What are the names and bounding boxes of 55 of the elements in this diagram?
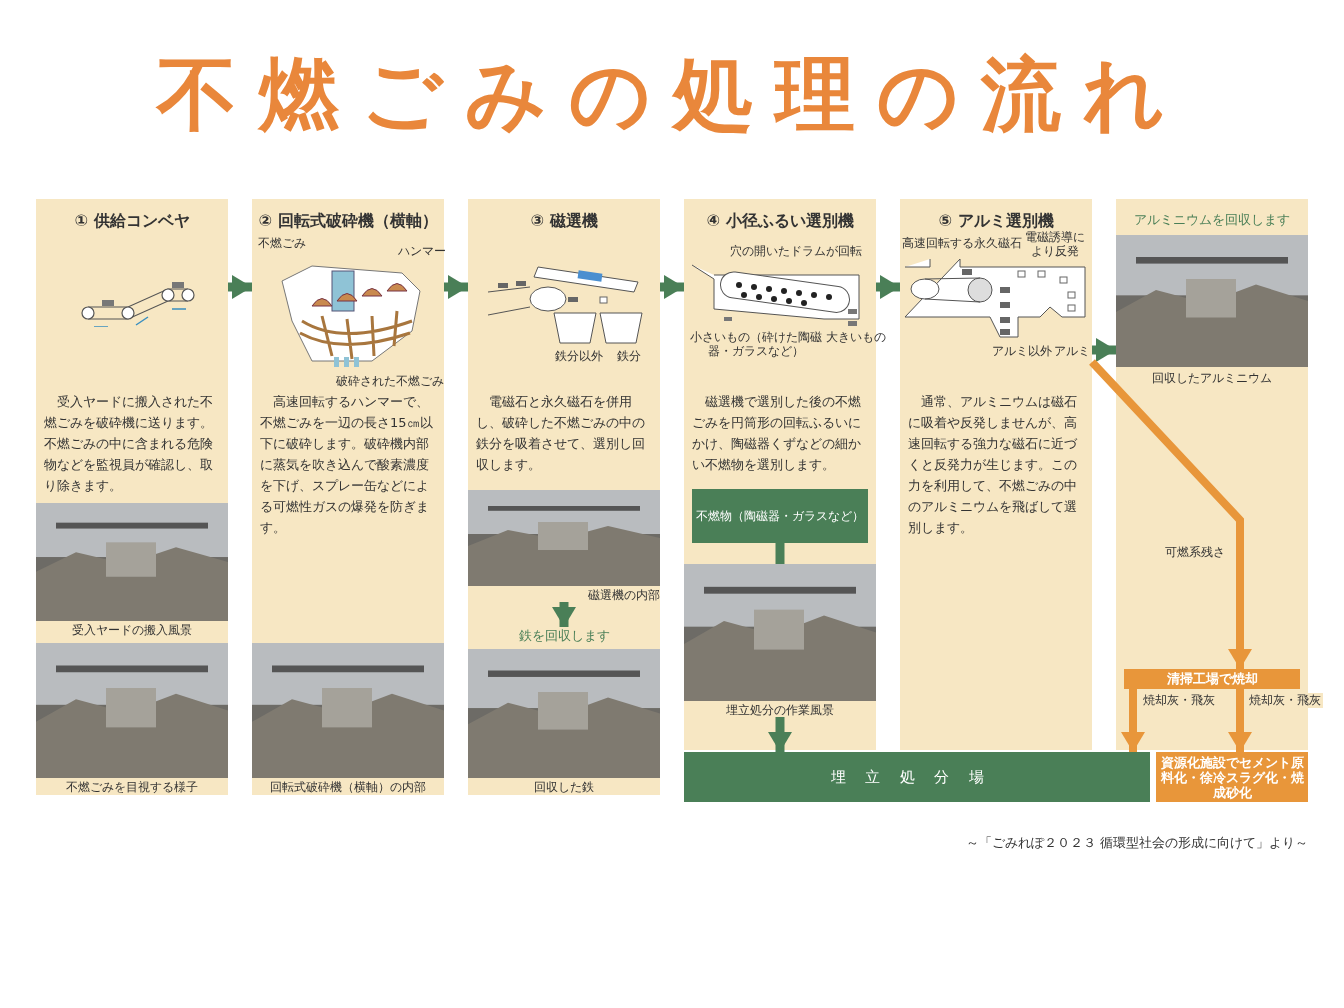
destination-bar: 埋立処分場 [684,752,1150,802]
result-box: 不燃物（陶磁器・ガラスなど） [692,489,868,543]
description-text: 磁選機で選別した後の不燃ごみを円筒形の回転ふるいにかけ、陶磁器くずなどの細かい不燃物を選別します。 [692,393,862,474]
photo-caption: 不燃ごみを目視する様子 [65,780,199,795]
part-label: アルミ [1054,344,1090,358]
title: 不燃ごみの処理の流れ [154,47,1188,143]
step-heading: ② 回転式破砕機（横軸） [257,211,439,232]
step-panel [900,199,1092,750]
step-heading: ⑤ アルミ選別機 [937,211,1055,231]
arrow [660,275,684,299]
photo-caption: 受入ヤードの搬入風景 [71,623,193,638]
arrow [1089,359,1252,669]
description-text: 電磁石と永久磁石を併用し、破砕した不燃ごみの中の鉄分を吸着させて、選別し回収します。 [476,393,646,474]
edge-label: 焼却灰・飛灰 [1247,693,1323,708]
step-panel [36,199,228,795]
part-label: ハンマー [398,244,446,258]
description-text: 受入ヤードに搬入された不燃ごみを破砕機に送ります。不燃ごみの中に含まれる危険物などを監視員が確認し、取り除きます。 [44,393,214,495]
description-text: 通常、アルミニウムは磁石に吸着や反発しませんが、高速回転する強力な磁石に近づくと反発力が生じます。この力を利用して、不燃ごみの中のアルミニウムを飛ばして選別します。 [908,393,1078,537]
part-label: アルミ以外 [992,344,1052,358]
destination-box: 資源化施設でセメント原料化・徐冷スラグ化・焼成砂化 [1156,752,1308,802]
photo-caption: 回収した鉄 [533,780,595,795]
step-heading: ④ 小径ふるい選別機 [705,211,855,232]
step-panel [468,199,660,795]
edge-label: 焼却灰・飛灰 [1141,693,1217,708]
part-label: 破砕された不燃ごみ [336,374,444,388]
part-label: 鉄分以外 [555,349,603,363]
arrow [1092,338,1116,362]
result-text: 鉄を回収します [468,627,660,645]
description-text: 高速回転するハンマーで、不燃ごみを一辺の長さ15㎝以下に破砕します。破砕機内部に蒸気を吹き込んで酸素濃度を下げ、スプレー缶などによる可燃性ガスの爆発を防ぎます。 [260,393,434,537]
photo-caption: 磁選機の内部 [587,588,660,603]
part-label: 高速回転する永久磁石 [902,236,1022,250]
step-panel [1116,199,1308,750]
step-panel [252,199,444,795]
arrow [876,275,900,299]
arrow [552,602,576,627]
step-panel [684,199,876,750]
photo-caption: 回転式破砕機（横軸）の内部 [269,780,427,795]
arrow [444,275,468,299]
part-label: 小さいもの（砕けた陶磁器・ガラスなど） [689,330,823,358]
source-note: ～「ごみれぽ２０２３ 循環型社会の形成に向けて」より～ [965,834,1308,852]
part-label: 大きいもの [826,330,886,344]
photo-caption: 回収したアルミニウム [1151,371,1273,386]
part-label: 電磁誘導により反発 [1024,230,1086,258]
arrow [768,717,792,752]
result-heading: アルミニウムを回収します [1133,211,1291,229]
step-heading: ① 供給コンベヤ [73,211,191,232]
step-heading: ③ 磁選機 [529,211,599,232]
part-label: 穴の開いたドラムが回転 [730,244,862,258]
arrow [228,275,252,299]
arrow [1121,689,1145,752]
photo-caption: 埋立処分の作業風景 [725,703,835,718]
part-label: 不燃ごみ [258,236,306,250]
part-label: 鉄分 [617,349,641,363]
process-box: 清掃工場で焼却 [1124,669,1300,689]
arrow [1228,689,1252,752]
